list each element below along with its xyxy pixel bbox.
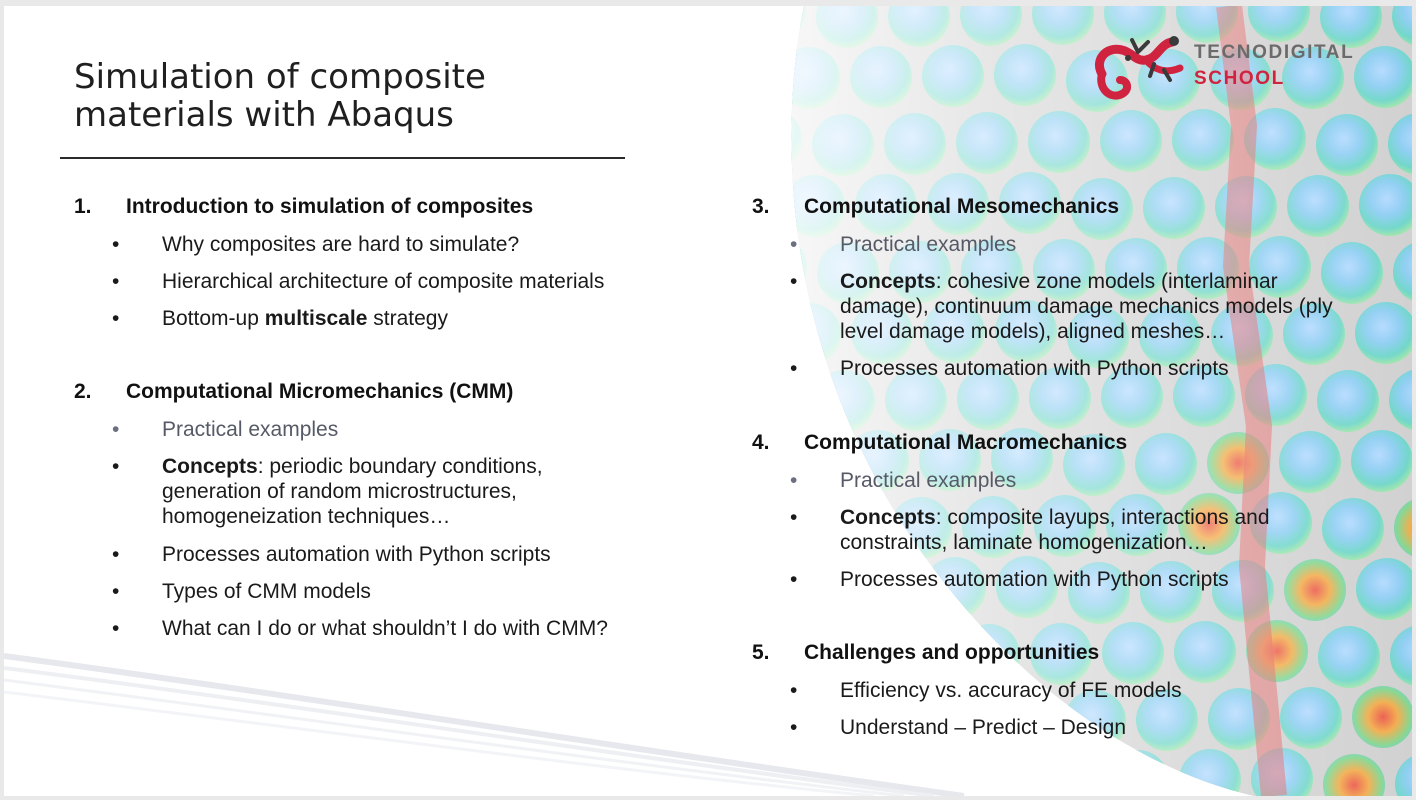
bullet-icon: • xyxy=(112,455,120,478)
list-item: •Concepts: composite layups, interaction… xyxy=(790,506,1270,554)
logo-text-tecnodigital: TECNODIGITAL xyxy=(1194,42,1355,63)
fiber-cross-section xyxy=(791,236,807,298)
list-item: •Why composites are hard to simulate? xyxy=(112,233,520,256)
section-title: Introduction to simulation of composites xyxy=(126,195,534,218)
section-title: Computational Mesomechanics xyxy=(804,195,1120,218)
list-item: •Processes automation with Python script… xyxy=(790,357,1229,380)
fiber-cross-section xyxy=(963,752,1025,796)
list-item: •Understand – Predict – Design xyxy=(790,716,1126,739)
fiber-cross-section xyxy=(791,492,808,554)
bullet-icon: • xyxy=(790,716,798,739)
list-item: •Practical examples xyxy=(112,418,339,441)
section-number: 1. xyxy=(74,195,92,218)
list-item: •Practical examples xyxy=(790,469,1017,492)
section-number: 3. xyxy=(752,195,770,218)
list-item: •Processes automation with Python script… xyxy=(790,568,1229,591)
list-item: •Processes automation with Python script… xyxy=(112,543,551,566)
title-divider xyxy=(60,157,625,159)
list-item: •Efficiency vs. accuracy of FE models xyxy=(790,679,1182,702)
section-number: 2. xyxy=(74,380,92,403)
bullet-icon: • xyxy=(790,233,798,256)
list-item: •Types of CMM models xyxy=(112,580,371,603)
bullet-icon: • xyxy=(112,233,120,256)
bullet-icon: • xyxy=(790,357,798,380)
list-item: •What can I do or what shouldn’t I do wi… xyxy=(112,617,608,640)
list-item: •Concepts: periodic boundary conditions,… xyxy=(112,455,543,528)
bullet-icon: • xyxy=(112,543,120,566)
slide: Simulation of composite materials with A… xyxy=(4,6,1412,796)
section-number: 5. xyxy=(752,641,770,664)
list-item: •Concepts: cohesive zone models (interla… xyxy=(790,270,1333,343)
logo-text-school: SCHOOL xyxy=(1194,68,1285,89)
bullet-icon: • xyxy=(112,580,120,603)
list-item: •Practical examples xyxy=(790,233,1017,256)
section-title: Computational Macromechanics xyxy=(804,431,1128,454)
bullet-icon: • xyxy=(790,270,798,293)
decorative-stripes xyxy=(4,653,965,796)
fiber-cross-section xyxy=(1035,751,1097,796)
slide-title: Simulation of composite materials with A… xyxy=(74,57,486,135)
bullet-icon: • xyxy=(790,679,798,702)
fiber-microstructure-background xyxy=(4,6,1412,796)
brand-logo: TECNODIGITAL SCHOOL xyxy=(1088,30,1388,106)
bullet-icon: • xyxy=(112,418,120,441)
fiber-cross-section xyxy=(791,6,806,42)
gecko-logo-icon xyxy=(1095,36,1184,100)
list-item: •Hierarchical architecture of composite … xyxy=(112,270,605,293)
list-item: •Bottom-up multiscale strategy xyxy=(112,307,448,330)
section-title: Challenges and opportunities xyxy=(804,641,1100,664)
section-number: 4. xyxy=(752,431,770,454)
fiber-cross-section xyxy=(791,687,838,749)
bullet-icon: • xyxy=(112,617,120,640)
bullet-icon: • xyxy=(112,307,120,330)
bullet-icon: • xyxy=(790,469,798,492)
bullet-icon: • xyxy=(112,270,120,293)
bullet-icon: • xyxy=(790,506,798,529)
section-title: Computational Micromechanics (CMM) xyxy=(126,380,514,403)
bullet-icon: • xyxy=(790,568,798,591)
